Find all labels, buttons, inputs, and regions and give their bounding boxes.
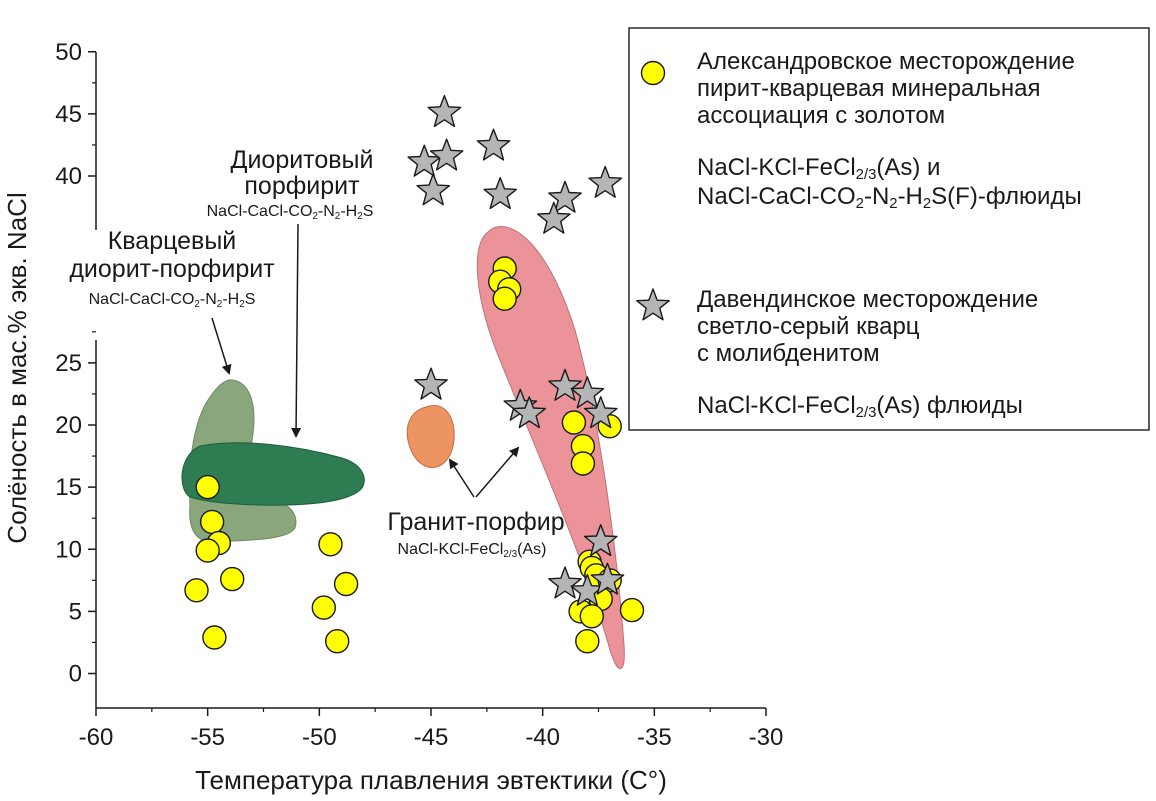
x-tick-label: -35	[637, 724, 672, 751]
point-davendinskoe	[483, 176, 518, 210]
legend-entry2-line3: с молибденитом	[697, 340, 880, 367]
point-aleksandrovskoe	[575, 629, 600, 654]
region-diorite-porphyrite	[181, 442, 365, 506]
y-axis-title: Солёность в мас.% экв. NaCl	[2, 192, 32, 543]
arrow-granite	[448, 458, 475, 498]
x-axis-title: Температура плавления эвтектики (С°)	[195, 765, 667, 795]
legend-entry1-line3: ассоциация с золотом	[697, 102, 945, 129]
y-tick-label: 40	[55, 163, 82, 190]
legend-entry1-line2: пирит-кварцевая минеральная	[697, 75, 1040, 102]
y-tick-label: 45	[55, 101, 82, 128]
point-aleksandrovskoe	[561, 410, 587, 435]
axes: -60 -55 -50 -45 -40 -35 -30 0 5 10 15 20 25 40 45 50Тем…	[2, 39, 783, 795]
y-tick-label: 25	[55, 350, 82, 377]
point-aleksandrovskoe	[195, 538, 220, 563]
legend-entry1-line1: Александровское месторождение	[697, 48, 1075, 75]
point-davendinskoe	[548, 180, 582, 213]
x-tick-label: -55	[190, 724, 225, 751]
point-aleksandrovskoe	[199, 509, 225, 535]
point-davendinskoe	[548, 566, 582, 599]
x-tick-label: -40	[525, 724, 560, 751]
diorite-formula: NaCl-CaCl-CO2-N2-H2S	[207, 203, 374, 222]
point-aleksandrovskoe	[333, 571, 359, 597]
point-davendinskoe	[416, 173, 451, 206]
point-aleksandrovskoe	[492, 286, 517, 311]
legend-entry1-fluid2: NaCl-CaCl-CO2-N2-H2S(F)-флюиды	[697, 183, 1082, 212]
point-aleksandrovskoe	[195, 474, 220, 500]
point-davendinskoe	[583, 396, 618, 429]
point-davendinskoe	[414, 367, 448, 400]
point-davendinskoe	[588, 165, 623, 198]
arrow-quartz-diorite	[211, 317, 232, 375]
point-aleksandrovskoe	[579, 604, 604, 629]
point-davendinskoe	[407, 144, 442, 177]
point-davendinskoe	[476, 128, 511, 161]
legend-box	[628, 27, 1150, 431]
diorite-label-line1: Диоритовый	[231, 146, 374, 174]
quartz-diorite-label-line1: Кварцевый	[108, 227, 237, 255]
legend-entry2-line1: Давендинское месторождение	[697, 286, 1038, 313]
point-aleksandrovskoe	[318, 532, 343, 557]
point-davendinskoe	[512, 396, 547, 429]
x-tick-label: -45	[414, 724, 449, 751]
points-layer	[184, 94, 645, 654]
point-davendinskoe	[429, 138, 464, 171]
granite-formula: NaCl-KCl-FeCl2/3(As)	[398, 541, 547, 560]
point-aleksandrovskoe	[219, 566, 245, 592]
point-aleksandrovskoe	[202, 625, 227, 650]
arrow-diorite	[291, 223, 302, 438]
legend-circle-marker	[640, 60, 666, 86]
y-tick-label: 0	[69, 661, 82, 688]
y-tick-label: 10	[55, 536, 82, 563]
granite-label: Гранит-порфир	[387, 508, 564, 536]
diorite-label-line2: порфирит	[244, 172, 360, 200]
point-davendinskoe	[583, 524, 618, 557]
quartz-diorite-formula: NaCl-CaCl-CO2-N2-H2S	[89, 291, 256, 310]
point-davendinskoe	[570, 376, 605, 409]
point-aleksandrovskoe	[619, 597, 645, 623]
region-granite-porphyry	[406, 405, 455, 469]
point-davendinskoe	[590, 562, 625, 595]
y-tick-label: 50	[55, 39, 82, 66]
point-aleksandrovskoe	[311, 595, 336, 620]
legend: Александровское месторождениепирит-кварц…	[628, 27, 1150, 431]
y-tick-label: 5	[69, 598, 82, 625]
point-davendinskoe	[427, 94, 462, 128]
x-tick-label: -30	[749, 724, 784, 751]
y-tick-label: 15	[55, 474, 82, 501]
quartz-diorite-label-line2: диорит-порфирит	[69, 255, 275, 283]
legend-entry2-fluid1: NaCl-KCl-FeCl2/3(As) флюиды	[697, 392, 1023, 421]
arrow-aleksandrovskoe	[475, 446, 520, 498]
point-aleksandrovskoe	[570, 451, 596, 476]
legend-entry2-line2: светло-серый кварц	[697, 313, 920, 340]
point-aleksandrovskoe	[184, 578, 209, 603]
point-davendinskoe	[537, 201, 571, 234]
point-davendinskoe	[548, 368, 582, 401]
point-aleksandrovskoe	[325, 629, 350, 654]
y-tick-label: 20	[55, 412, 82, 439]
legend-star-marker	[636, 288, 670, 321]
x-tick-label: -60	[79, 724, 114, 751]
legend-entry1-fluid1: NaCl-KCl-FeCl2/3(As) и	[697, 154, 940, 183]
x-tick-label: -50	[302, 724, 337, 751]
